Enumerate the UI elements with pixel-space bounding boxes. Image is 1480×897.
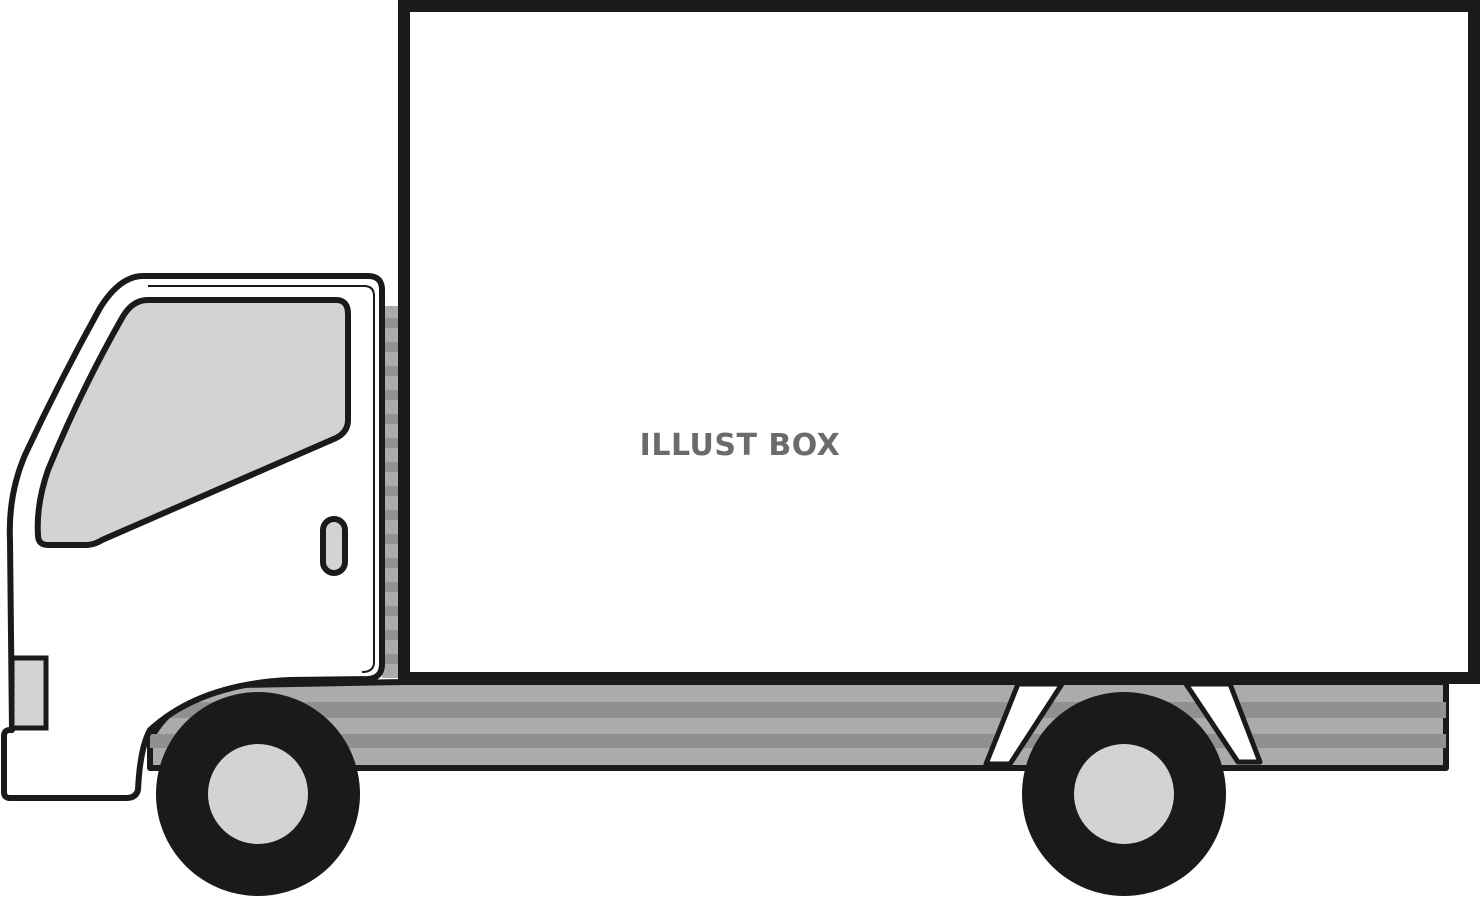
front-hub: [208, 744, 308, 844]
rear-wheel: [1022, 692, 1226, 896]
headlight: [9, 655, 49, 731]
cargo-box: [398, 0, 1480, 684]
cab-inner-outline: [148, 285, 375, 673]
cab-window: [34, 297, 351, 548]
illust-box-watermark: ILLUST BOX: [639, 428, 841, 463]
door-handle: [320, 516, 348, 576]
connector-stripes: [382, 318, 404, 664]
truck-cab: [1, 273, 385, 801]
front-wheel: [156, 692, 360, 896]
rear-hub: [1074, 744, 1174, 844]
